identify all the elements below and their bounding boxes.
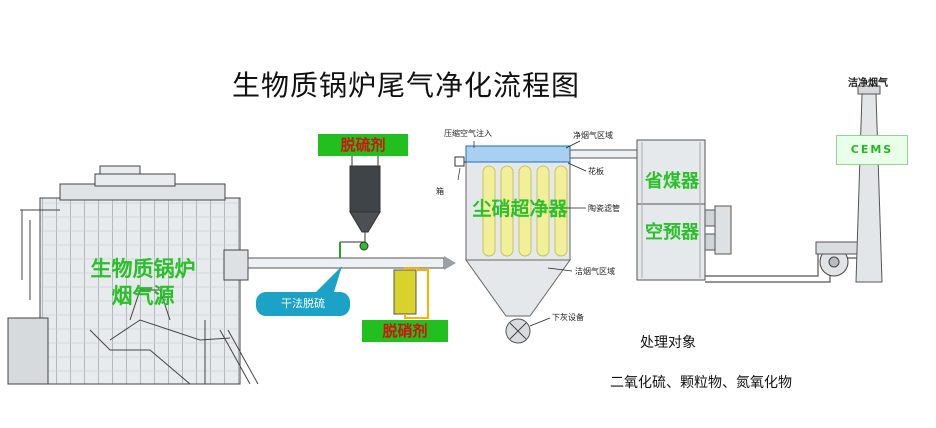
box-label: 箱 <box>436 187 444 196</box>
flue-duct <box>247 256 456 270</box>
clean-flue-gas-label: 洁净烟气 <box>848 78 888 89</box>
page-title: 生物质锅炉尾气净化流程图 <box>232 69 581 102</box>
treatment-title: 处理对象 <box>640 335 696 351</box>
boiler-label-line2: 烟气源 <box>111 284 175 308</box>
cems-box: CEMS <box>836 135 908 165</box>
ash-discharge-label: 下灰设备 <box>552 313 584 322</box>
boiler-drawing <box>7 165 259 385</box>
dry-desulfurization-callout: 干法脱硫 <box>256 292 350 316</box>
air-preheater-label: 空预器 <box>645 222 699 243</box>
desulfurizer-label: 脱硫剂 <box>318 134 408 156</box>
desulfurizer-silo <box>339 150 381 258</box>
tube-sheet-label: 花板 <box>588 167 604 176</box>
dust-collector <box>454 140 587 344</box>
economizer-tower <box>636 139 732 281</box>
raw-gas-zone-label: 洁烟气区域 <box>575 267 615 276</box>
callout-pointer <box>316 266 342 292</box>
denitrifier-tank <box>393 267 429 319</box>
chimney <box>855 85 883 283</box>
exhaust-duct <box>705 241 866 283</box>
ceramic-filter-label: 陶瓷滤管 <box>588 204 620 213</box>
treatment-items: 二氧化硫、颗粒物、氮氧化物 <box>610 375 792 391</box>
dust-collector-label: 尘硝超净器 <box>472 198 568 220</box>
economizer-label: 省煤器 <box>645 171 699 192</box>
clean-gas-zone-label: 净烟气区域 <box>573 131 613 140</box>
denitrifier-label: 脱硝剂 <box>362 320 448 342</box>
compressed-air-label: 压缩空气注入 <box>444 129 492 138</box>
boiler-label-line1: 生物质锅炉 <box>90 257 196 281</box>
boiler-label: 生物质锅炉 烟气源 <box>68 256 218 310</box>
